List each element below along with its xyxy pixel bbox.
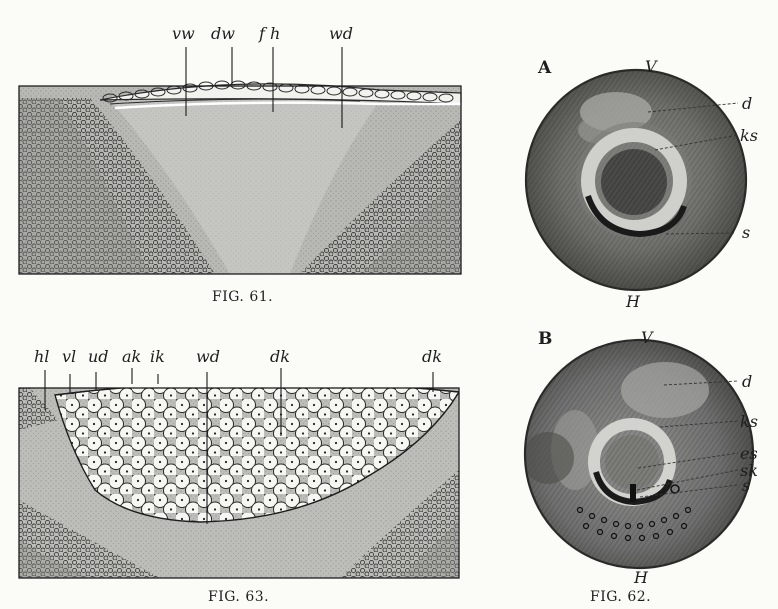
fig61-label-dw: dw xyxy=(211,26,235,42)
fig63-caption: FIG. 63. xyxy=(208,590,269,604)
fig63-label-wd: wd xyxy=(196,349,220,365)
fig63-label-ak: ak xyxy=(122,349,141,365)
fig61-section xyxy=(19,86,461,274)
fig63-label-dk-center: dk xyxy=(270,349,290,365)
fig62b-top-v: V xyxy=(641,330,653,346)
fig62a-letter: A xyxy=(538,60,551,77)
fig62b-label-d: d xyxy=(742,374,752,390)
fig62a-label-ks: ks xyxy=(740,128,758,144)
fig62b-label-es: es xyxy=(740,446,758,462)
fig62b-label-ks: ks xyxy=(740,414,758,430)
fig63-label-ik: ik xyxy=(150,349,165,365)
fig62a-top-v: V xyxy=(645,59,657,75)
fig61-label-wd: wd xyxy=(329,26,353,42)
fig62a-bottom-h: H xyxy=(626,294,640,310)
fig63-section xyxy=(19,382,459,578)
fig63-label-dk-right: dk xyxy=(422,349,442,365)
fig61-caption: FIG. 61. xyxy=(212,290,273,304)
fig62a-label-d: d xyxy=(742,96,752,112)
fig61-label-vw: vw xyxy=(172,26,195,42)
fig63-label-vl: vl xyxy=(62,349,76,365)
fig62b-egg xyxy=(522,340,753,568)
fig61-label-fh: f h xyxy=(259,26,280,42)
fig62b-label-s: s xyxy=(742,478,750,494)
fig62b-letter: B xyxy=(538,331,552,348)
fig62-caption: FIG. 62. xyxy=(590,590,651,604)
fig63-label-hl: hl xyxy=(34,349,49,365)
fig62a-egg xyxy=(526,70,746,290)
fig62b-bottom-h: H xyxy=(634,570,648,586)
fig62a-label-s: s xyxy=(742,225,750,241)
fig63-label-ud: ud xyxy=(88,349,109,365)
